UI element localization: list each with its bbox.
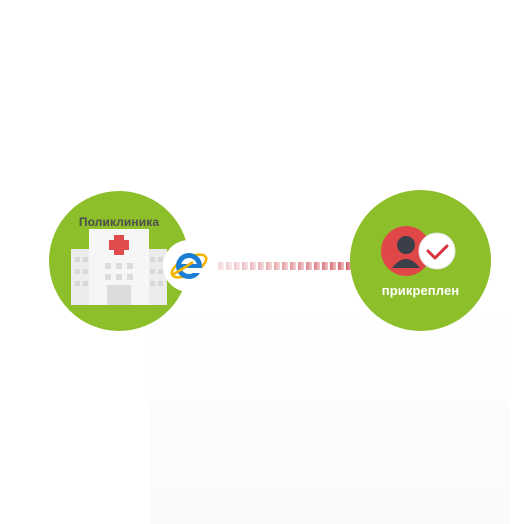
background-shade: [150, 300, 510, 524]
attached-label: прикреплен: [381, 283, 460, 298]
internet-explorer-icon: [170, 253, 208, 279]
checkmark-icon: [426, 244, 449, 260]
hospital-icon: [71, 229, 167, 305]
clinic-label: Поликлиника: [78, 215, 160, 229]
browser-badge: [163, 240, 215, 292]
user-icon: [381, 226, 456, 276]
connection-line: [218, 262, 356, 270]
attached-node: прикреплен: [350, 190, 491, 331]
